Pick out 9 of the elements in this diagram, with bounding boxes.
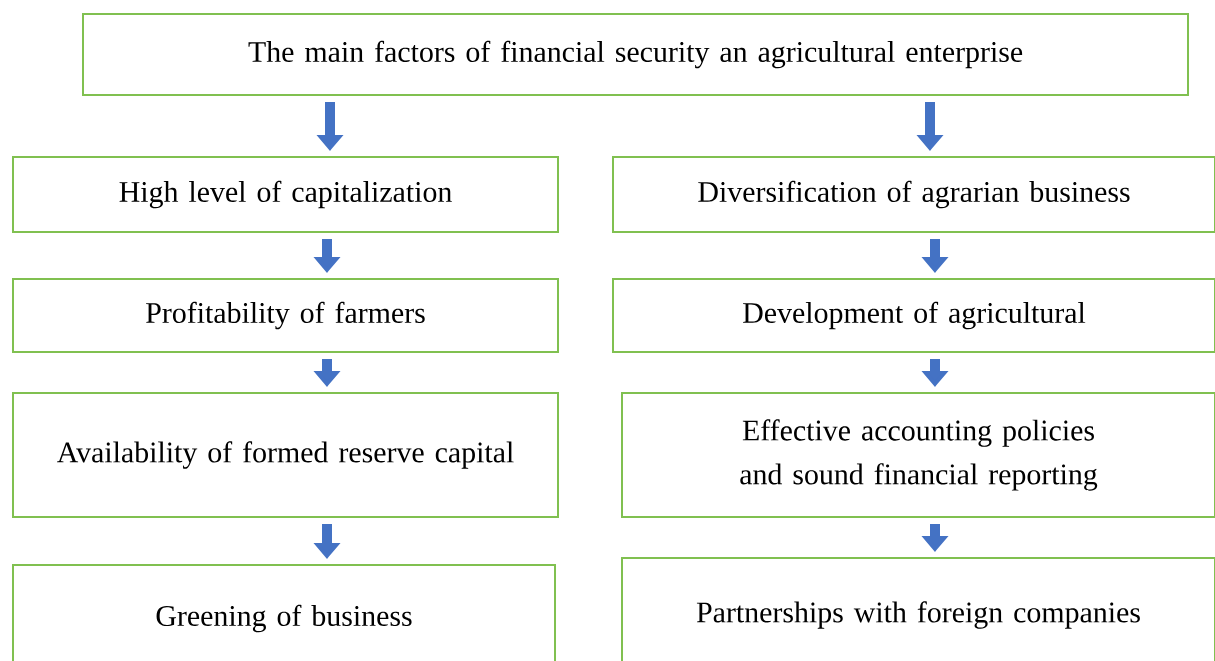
text-box: Effective accounting policies and sound financial reporting bbox=[621, 392, 1215, 518]
text-box: Development of agricultural bbox=[612, 278, 1215, 353]
text-box: High level of capitalization bbox=[12, 156, 559, 233]
text-box: The main factors of financial security an agricultural enterprise bbox=[82, 13, 1189, 96]
text-box: Greening of business bbox=[12, 564, 556, 661]
text-box: Partnerships with foreign companies bbox=[621, 557, 1215, 661]
text-box: Diversification of agrarian business bbox=[612, 156, 1215, 233]
text-box: Availability of formed reserve capital bbox=[12, 392, 559, 518]
text-box: Profitability of farmers bbox=[12, 278, 559, 353]
